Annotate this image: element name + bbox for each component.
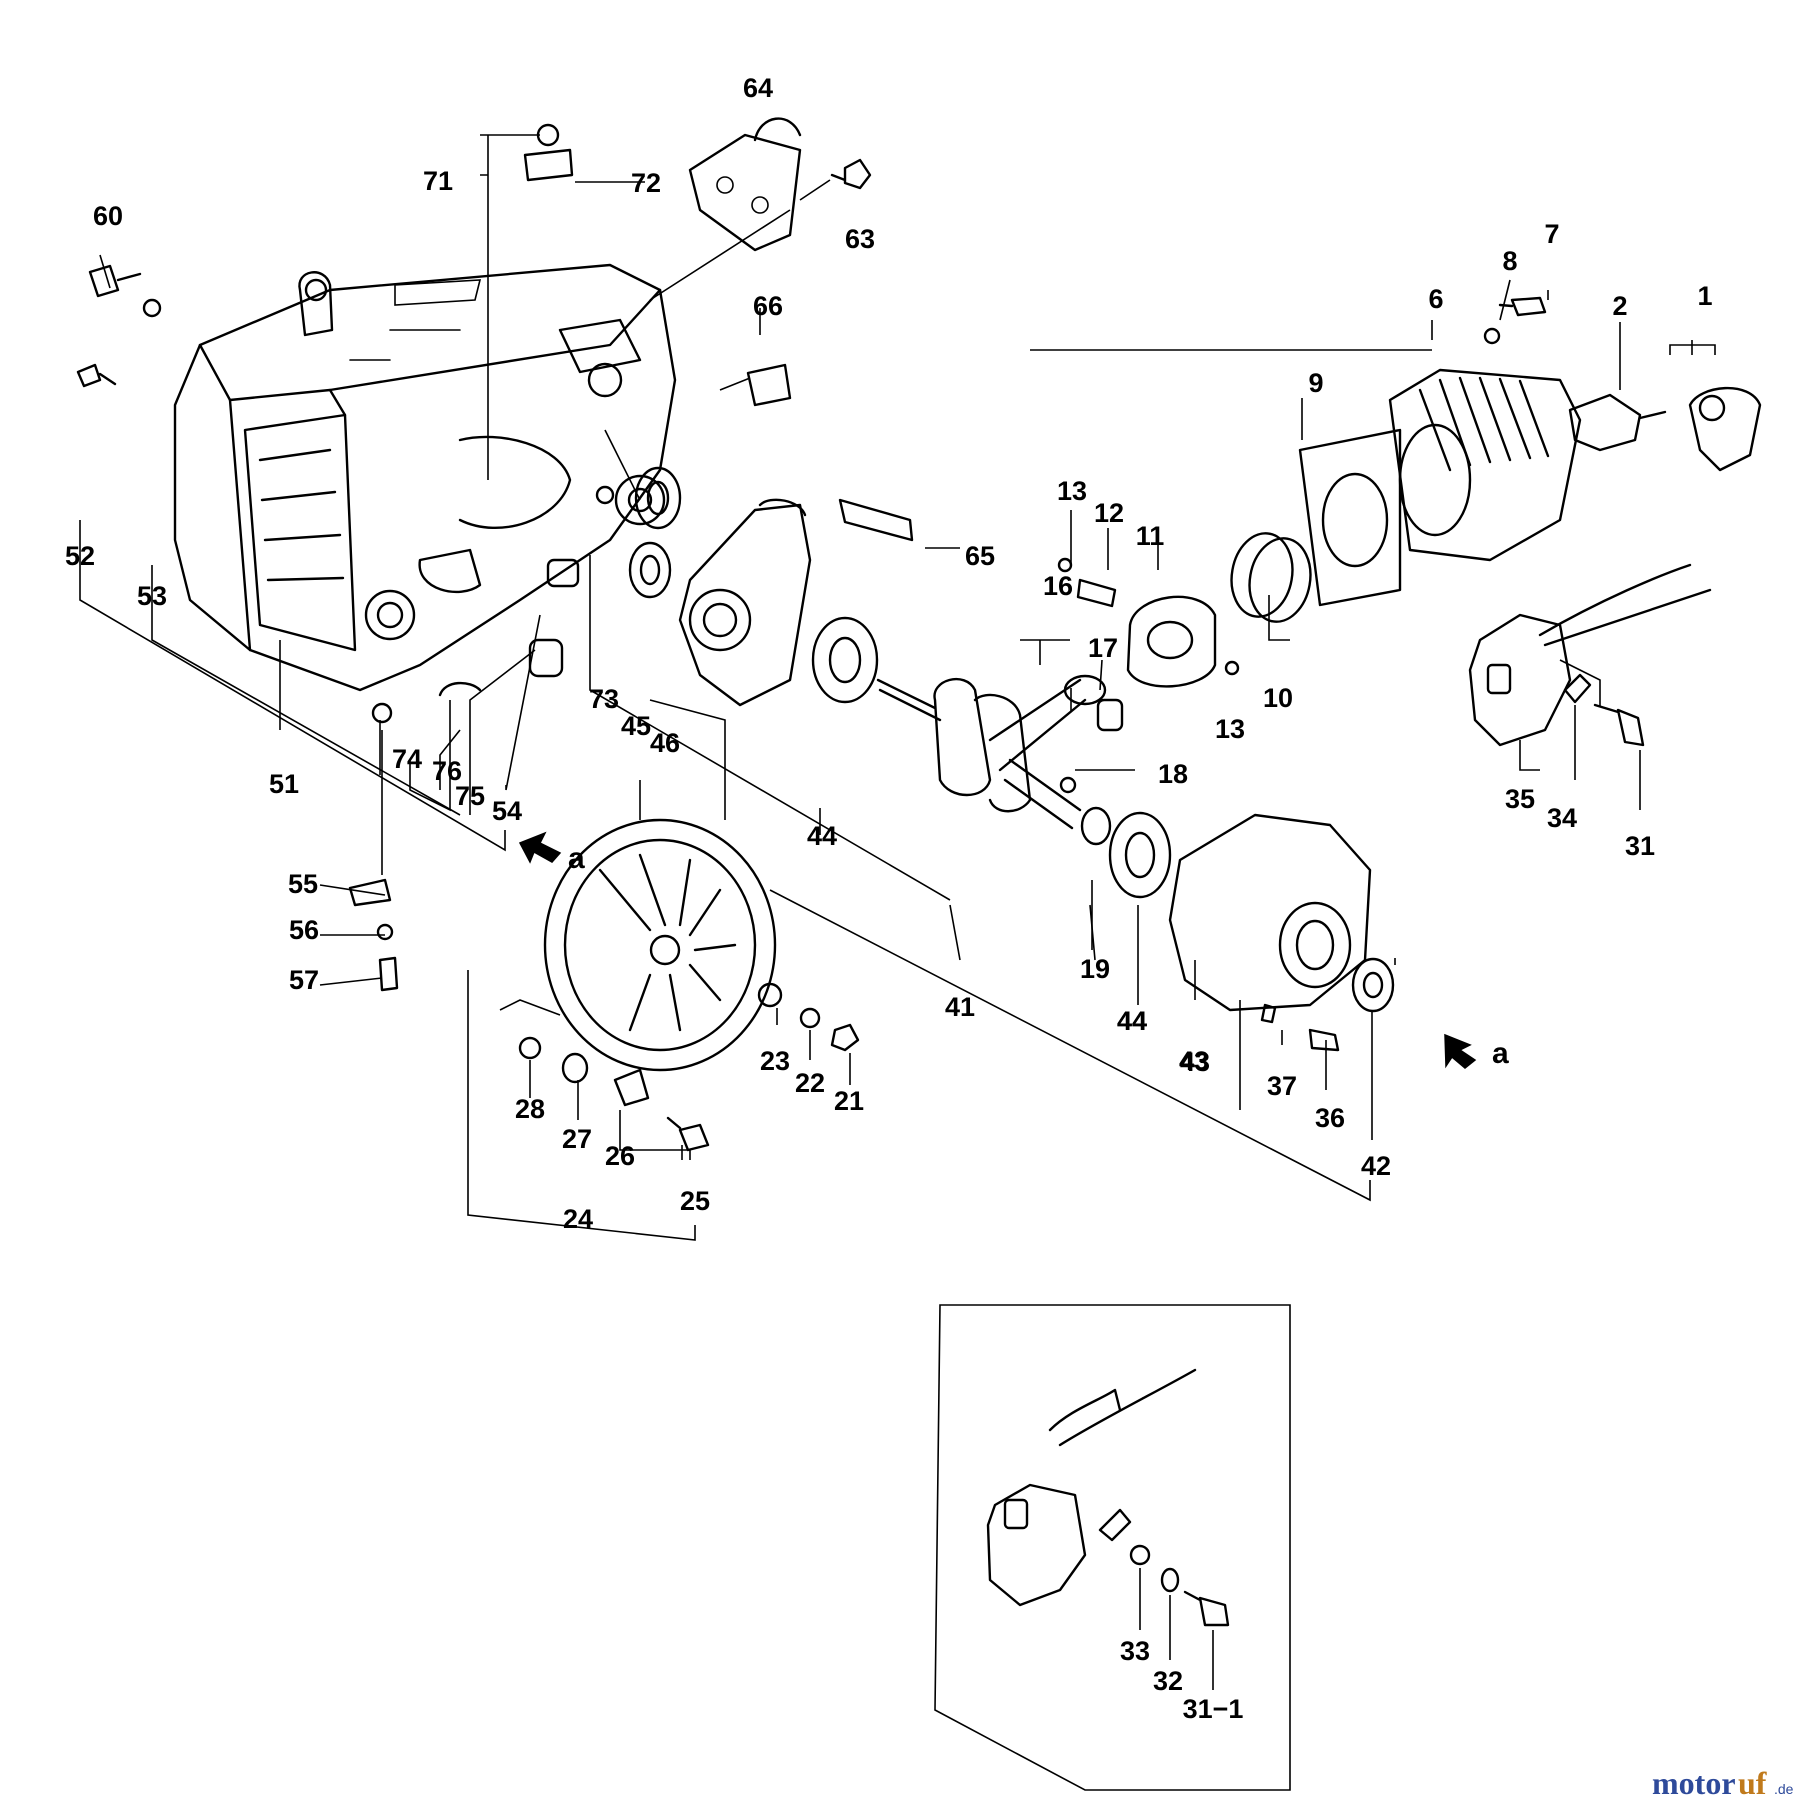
leader-lines [79,134,1716,1241]
crankcase-half-part [678,498,812,707]
part-number-label: 7 [1544,219,1559,249]
watermark-part1: motor [1652,1765,1736,1800]
part-number-label: 65 [965,541,995,571]
ball-bearing-44-left [811,616,879,704]
piston-pin-12 [1076,578,1117,608]
part-number-label: 16 [1043,571,1073,601]
arrow-a-right [1444,1033,1477,1069]
part-number-label: 64 [743,73,773,103]
part-number-label: 1 [1697,281,1712,311]
part-number-label: 27 [562,1124,592,1154]
part-number-label: 21 [834,1086,864,1116]
part-number-label: 55 [288,869,318,899]
spark-plug-part [1568,393,1667,452]
part-number-label: 10 [1263,683,1293,713]
part-number-label: 2 [1612,291,1627,321]
part-number-label: 76 [432,756,462,786]
arrow-a-left [518,831,562,864]
part-number-label: 51 [269,769,299,799]
watermark-suffix: .de [1774,1781,1794,1797]
part-number-label: 57 [289,965,319,995]
part-number-label: 75 [455,781,485,811]
part-number-label: 37 [1267,1071,1297,1101]
spark-plug-cap-part [1688,386,1762,472]
needle-bearing-17 [1096,698,1124,732]
oil-seal-46 [628,541,672,599]
part-number-label: 34 [1547,803,1577,833]
part-number-label: 8 [1502,246,1517,276]
piston-rings-10 [1230,532,1312,623]
crankcase-housing-part [173,263,677,692]
part-number-label: 52 [65,541,95,571]
part-number-label: 44 [1117,1006,1147,1036]
part-number-label: 35 [1505,784,1535,814]
cylinder-part [1388,368,1582,562]
part-number-label: 23 [760,1046,790,1076]
part-number-label: 60 [93,201,123,231]
part-number-label: 25 [680,1186,710,1216]
part-number-label: 13 [1215,714,1245,744]
part-number-labels: 1267891011121313161718192122232425262728… [65,73,1713,1724]
part-number-label: 74 [392,744,422,774]
part-number-label: 72 [631,168,661,198]
part-number-label: 12 [1094,498,1124,528]
part-number-label: 18 [1158,759,1188,789]
cylinder-gasket-part [1298,428,1402,607]
watermark: motor uf .de [1652,1765,1794,1800]
inset-detail-box [934,1304,1291,1791]
part-number-label: 19 [1080,954,1110,984]
washer-19 [1080,806,1112,846]
flywheel-part [543,818,777,1072]
arrow-mark-label: a [1492,1037,1509,1070]
part-number-label: 54 [492,796,522,826]
part-number-label: 32 [1153,1666,1183,1696]
part-number-label: 26 [605,1141,635,1171]
oil-seal-45 [634,466,682,530]
part-number-label: 33 [1120,1636,1150,1666]
ball-bearing-44-right [1108,811,1172,899]
part-number-label: 41 [945,992,975,1022]
arrow-mark-labels: aa [568,842,1509,1070]
part-number-label: 36 [1315,1103,1345,1133]
part-number-label: 11 [1136,521,1165,551]
part-number-label: 42 [1361,1151,1391,1181]
part-number-label: 43 [1179,1046,1209,1076]
part-number-label: 13 [1057,476,1087,506]
part-number-label: 17 [1088,633,1118,663]
part-number-label: 6 [1428,284,1443,314]
seal-42 [1351,957,1395,1013]
part-number-label: 66 [753,291,783,321]
arrow-mark-label: a [568,842,585,875]
part-number-label: 45 [621,711,651,741]
part-number-label: 56 [289,915,319,945]
part-number-label: 44 [1117,1006,1147,1036]
part-number-label: 71 [423,166,453,196]
part-number-label: 63 [845,224,875,254]
watermark-part2: uf [1738,1765,1767,1800]
piston-part [1126,595,1217,688]
part-number-label: 44 [807,821,837,851]
part-number-label: 43 [1180,1047,1210,1077]
clutch-cover-part [1168,813,1372,1012]
small-fasteners [76,123,1645,1152]
part-number-label: 31−1 [1183,1694,1244,1724]
part-number-label: 73 [589,684,619,714]
part-number-label: 46 [650,728,680,758]
part-number-label: 9 [1308,368,1323,398]
part-number-label: 31 [1625,831,1655,861]
ignition-coil-part [1468,563,1712,747]
part-number-label: 53 [137,581,167,611]
handle-bracket-part [688,117,802,252]
part-number-label: 28 [515,1094,545,1124]
part-number-label: 22 [795,1068,825,1098]
part-number-label: 24 [563,1204,593,1234]
